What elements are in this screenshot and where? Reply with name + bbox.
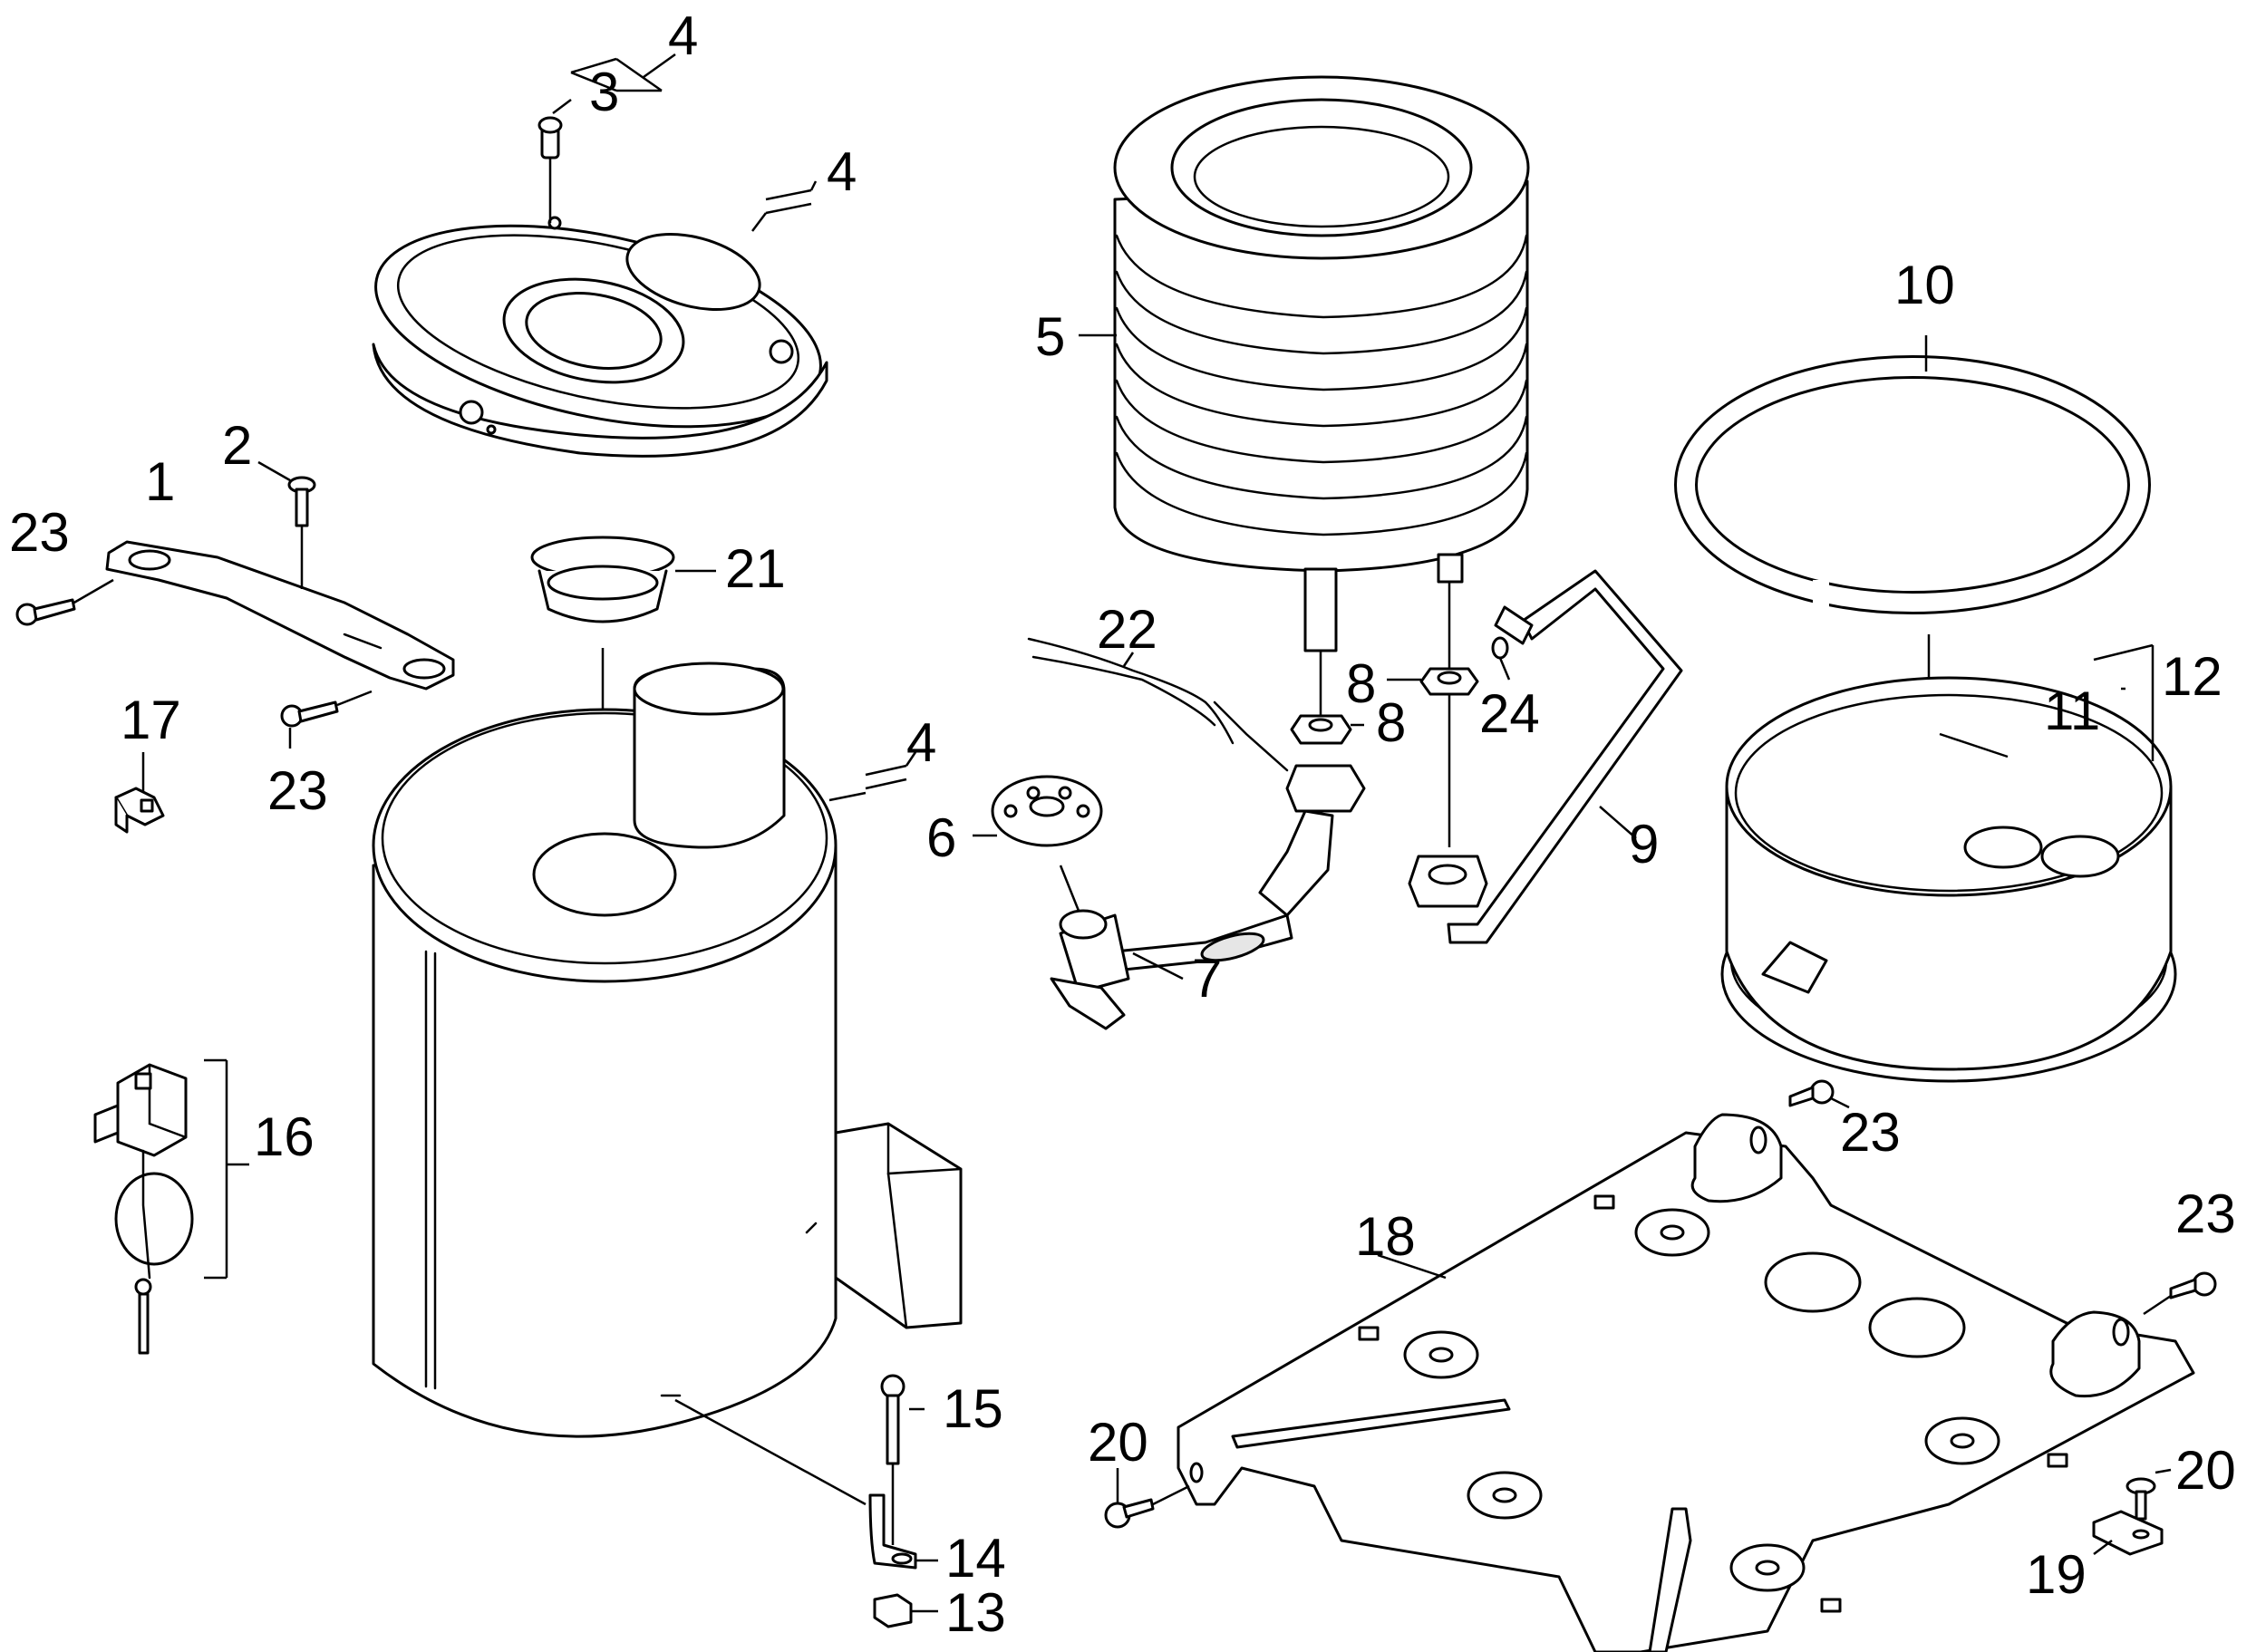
part-19-clip bbox=[2092, 1510, 2164, 1556]
callout-23-base: 23 bbox=[1840, 1102, 1901, 1163]
callout-20-right: 20 bbox=[2175, 1440, 2236, 1501]
callout-12: 12 bbox=[2162, 646, 2222, 707]
callout-19: 19 bbox=[2026, 1544, 2087, 1605]
callout-22: 22 bbox=[1097, 599, 1157, 660]
part-23-screw-base-right bbox=[1788, 1079, 1850, 1109]
part-8-nut-left bbox=[1290, 651, 1364, 745]
part-22-wires bbox=[1027, 637, 1289, 772]
callout-8-left: 8 bbox=[1346, 653, 1376, 714]
callout-11: 11 bbox=[2044, 681, 2100, 741]
callout-5: 5 bbox=[1035, 306, 1065, 367]
callout-10: 10 bbox=[1894, 255, 1955, 315]
callout-4-top: 4 bbox=[668, 5, 698, 66]
part-13-clip-nut bbox=[873, 1593, 938, 1628]
callout-16: 16 bbox=[254, 1106, 315, 1167]
part-18-base-plate bbox=[1177, 1113, 2195, 1652]
callout-2: 2 bbox=[222, 415, 252, 476]
part-7-sensor bbox=[1050, 764, 1366, 1030]
part-10-seal-ring bbox=[1674, 335, 2151, 861]
callout-6: 6 bbox=[926, 807, 956, 868]
part-5-heating-coil bbox=[1079, 75, 1530, 652]
part-24-o-ring bbox=[1491, 636, 1511, 681]
part-21-flange-ring bbox=[530, 536, 716, 879]
part-16-thermostat bbox=[93, 1058, 249, 1355]
part-20-screw-right bbox=[2126, 1468, 2172, 1521]
part-4-top-lid bbox=[372, 216, 828, 458]
callout-23-left: 23 bbox=[9, 502, 70, 563]
callout-17: 17 bbox=[121, 690, 181, 750]
part-9-pipe bbox=[1408, 569, 1683, 944]
callout-24: 24 bbox=[1479, 683, 1540, 744]
part-2-screw bbox=[257, 460, 316, 589]
part-20-screw-left bbox=[1104, 1468, 1190, 1529]
callout-8-right: 8 bbox=[1376, 692, 1406, 753]
part-8-nut-right bbox=[1387, 582, 1479, 847]
callout-13: 13 bbox=[945, 1582, 1006, 1643]
group-bracket-lid bbox=[751, 180, 818, 232]
group-bracket-top bbox=[552, 53, 676, 114]
callout-15: 15 bbox=[943, 1378, 1003, 1439]
part-23-screw-left bbox=[15, 578, 114, 626]
part-3-pin bbox=[537, 116, 563, 223]
callout-4-body: 4 bbox=[906, 712, 936, 773]
callout-20-left: 20 bbox=[1088, 1412, 1148, 1473]
part-14-bracket bbox=[868, 1493, 938, 1570]
part-17-clip bbox=[114, 752, 165, 834]
part-1-bracket bbox=[105, 540, 455, 691]
part-15-bolt bbox=[880, 1374, 925, 1545]
callout-18: 18 bbox=[1355, 1206, 1416, 1267]
callout-9: 9 bbox=[1629, 814, 1659, 874]
callout-14: 14 bbox=[945, 1528, 1006, 1589]
callout-21: 21 bbox=[725, 538, 786, 599]
part-11-pot bbox=[1720, 643, 2177, 1083]
part-4-cylinder-body bbox=[372, 662, 867, 1506]
part-23-screw-lower bbox=[280, 690, 373, 749]
callout-4-lid: 4 bbox=[827, 141, 857, 202]
callout-3: 3 bbox=[589, 62, 619, 122]
part-23-screw-base-far bbox=[2143, 1271, 2217, 1316]
group-bracket-body bbox=[865, 751, 917, 790]
callout-23-far: 23 bbox=[2175, 1183, 2236, 1244]
part-4-box-outlet bbox=[834, 1122, 963, 1329]
callout-23-lower: 23 bbox=[267, 760, 328, 821]
part-6-grommet bbox=[973, 775, 1103, 912]
callout-7: 7 bbox=[1192, 948, 1222, 1009]
callout-1: 1 bbox=[145, 451, 175, 512]
